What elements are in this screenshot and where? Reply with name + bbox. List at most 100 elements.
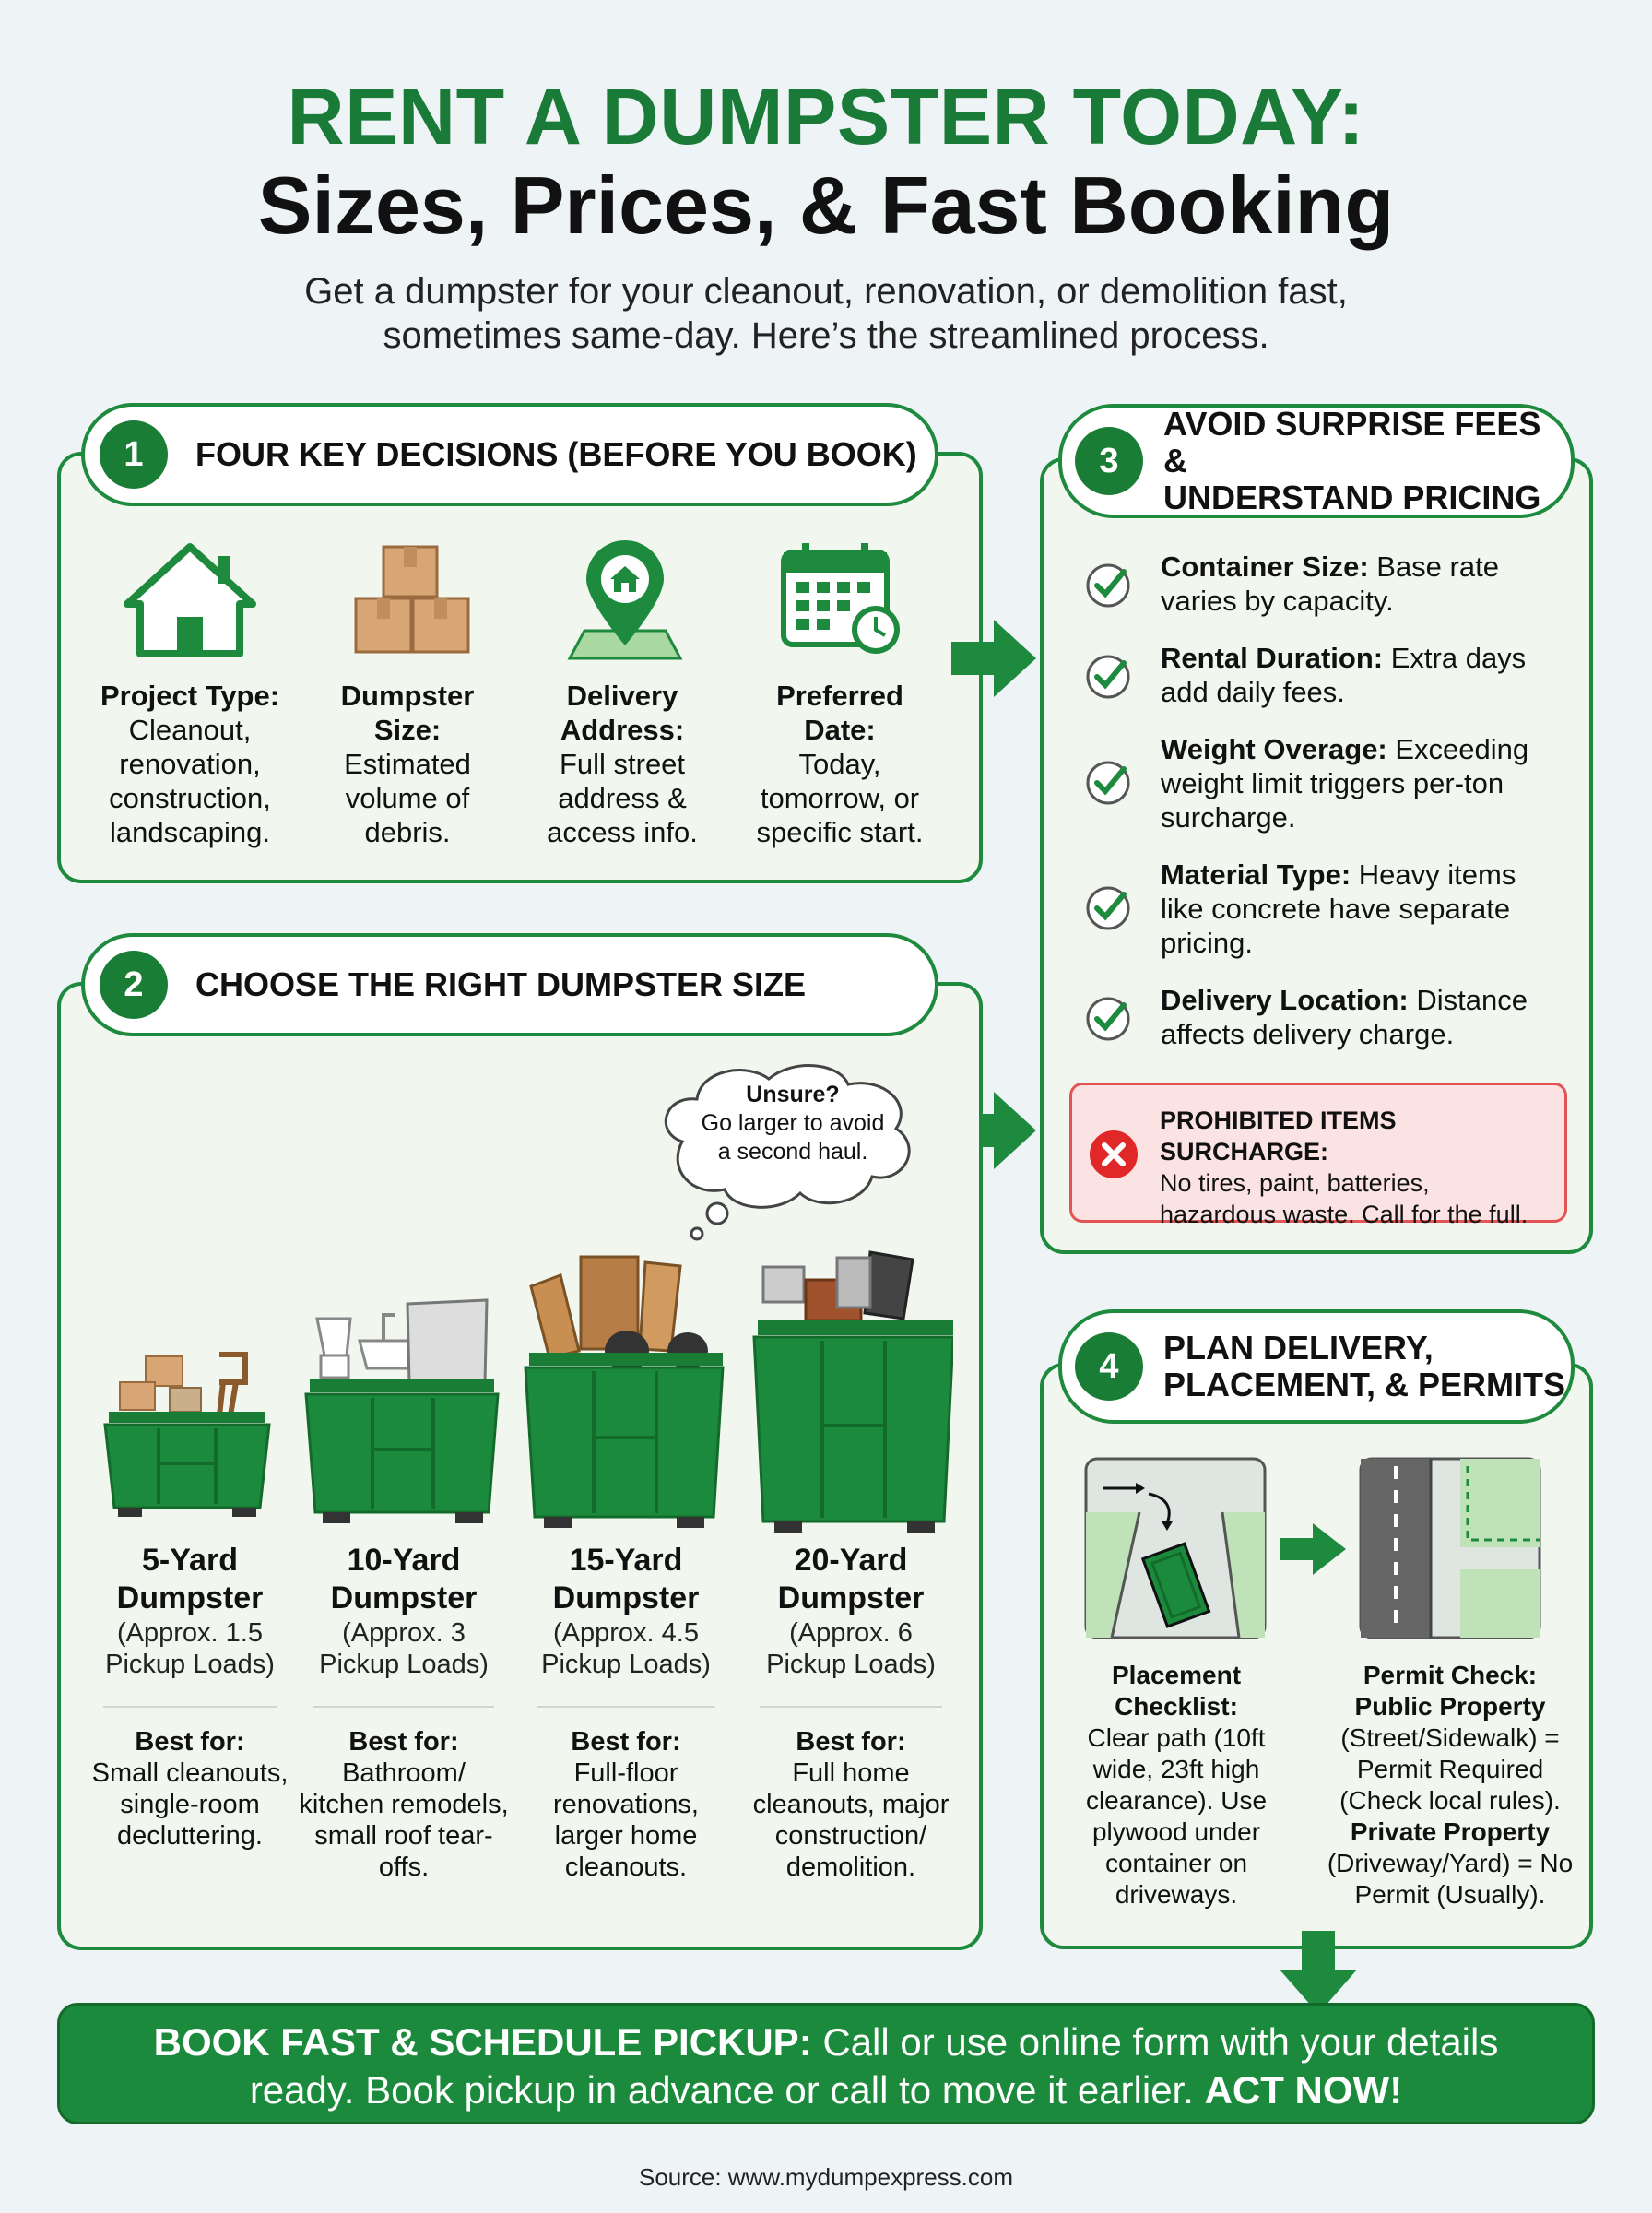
book-fast-banner: BOOK FAST & SCHEDULE PICKUP: Call or use… bbox=[57, 2003, 1595, 2124]
arrow-right-icon bbox=[1280, 1523, 1346, 1575]
pricing-item-desc: Base rate varies by capacity. bbox=[1161, 550, 1499, 617]
check-icon bbox=[1086, 761, 1130, 805]
dumpster-name: 10-Yard bbox=[347, 1543, 461, 1578]
dumpster-approx-2: Pickup Loads) bbox=[319, 1650, 489, 1679]
pricing-item-label: Material Type: bbox=[1161, 858, 1351, 891]
pricing-item-weight-overage: Weight Overage: Exceeding weight limit t… bbox=[1083, 732, 1563, 834]
dumpster-name-2: Dumpster bbox=[330, 1580, 478, 1615]
boxes-icon bbox=[337, 539, 485, 669]
house-icon bbox=[116, 539, 264, 669]
dumpster-20-yard-image bbox=[752, 1250, 953, 1533]
dumpster-20-yard: 20-Yard Dumpster (Approx. 6 Pickup Loads… bbox=[745, 1542, 957, 1883]
best-for-label: Best for: bbox=[796, 1727, 906, 1757]
step-number-2: 2 bbox=[100, 951, 168, 1019]
page-subtitle-heading: Sizes, Prices, & Fast Booking bbox=[257, 160, 1395, 251]
decision-label-2: Date: bbox=[804, 714, 876, 746]
prohibited-items-line-1: No tires, paint, batteries, bbox=[1160, 1169, 1430, 1197]
dumpster-name: 5-Yard bbox=[142, 1543, 238, 1578]
section-1-title: FOUR KEY DECISIONS (BEFORE YOU BOOK) bbox=[195, 435, 917, 473]
close-x-icon bbox=[1090, 1130, 1138, 1178]
dumpster-approx: (Approx. 6 bbox=[789, 1618, 913, 1648]
dumpster-approx: (Approx. 4.5 bbox=[553, 1618, 699, 1648]
best-for-label: Best for: bbox=[571, 1727, 681, 1757]
decision-text: Full street address & access info. bbox=[547, 748, 698, 848]
step-number-3: 3 bbox=[1075, 427, 1143, 495]
dumpster-5-yard: 5-Yard Dumpster (Approx. 1.5 Pickup Load… bbox=[88, 1542, 291, 1852]
divider bbox=[313, 1706, 494, 1708]
permit-private-text: (Driveway/Yard) = No Permit (Usually). bbox=[1327, 1849, 1574, 1909]
bubble-line-1: Unsure? bbox=[746, 1082, 840, 1107]
arrow-right-icon bbox=[951, 620, 1036, 697]
dumpster-approx-2: Pickup Loads) bbox=[105, 1650, 275, 1679]
dumpster-approx: (Approx. 1.5 bbox=[117, 1618, 263, 1648]
banner-line-1: BOOK FAST & SCHEDULE PICKUP: Call or use… bbox=[60, 2018, 1592, 2066]
intro-text: Get a dumpster for your cleanout, renova… bbox=[0, 269, 1652, 358]
location-pin-icon bbox=[551, 535, 699, 664]
prohibited-items-line-2: hazardous waste. Call for the full. bbox=[1160, 1201, 1528, 1228]
dumpster-best-for: Best for:Full-floor renovations, larger … bbox=[522, 1726, 730, 1883]
decision-text: Estimated volume of debris. bbox=[344, 748, 471, 848]
pricing-item-material-type: Material Type: Heavy items like concrete… bbox=[1083, 858, 1563, 960]
banner-text-1: Call or use online form with your detail… bbox=[811, 2020, 1499, 2064]
decision-text: Cleanout, renovation, construction, land… bbox=[109, 714, 271, 848]
step-number-1: 1 bbox=[100, 420, 168, 489]
intro-line-2: sometimes same-day. Here’s the streamlin… bbox=[383, 315, 1269, 356]
dumpster-name-2: Dumpster bbox=[116, 1580, 264, 1615]
decision-delivery-address: Delivery Address: Full street address & … bbox=[521, 679, 724, 849]
decision-project-type: Project Type: Cleanout, renovation, cons… bbox=[88, 679, 291, 849]
check-icon bbox=[1086, 563, 1130, 608]
permit-public-text: (Street/Sidewalk) = Permit Required (Che… bbox=[1339, 1723, 1561, 1815]
placement-title-2: Checklist: bbox=[1115, 1692, 1238, 1721]
check-icon bbox=[1086, 655, 1130, 699]
pricing-item-desc: Distance affects delivery charge. bbox=[1161, 984, 1528, 1050]
pricing-item-delivery-location: Delivery Location: Distance affects deli… bbox=[1083, 983, 1563, 1051]
pricing-item-text: Container Size: Base rate varies by capa… bbox=[1161, 550, 1563, 618]
prohibited-items-box bbox=[1069, 1083, 1567, 1223]
page-title: RENT A DUMPSTER TODAY: bbox=[287, 73, 1365, 161]
section-1-header: 1 FOUR KEY DECISIONS (BEFORE YOU BOOK) bbox=[81, 403, 938, 506]
bubble-line-2: Go larger to avoid bbox=[701, 1110, 885, 1136]
decision-label-2: Size: bbox=[373, 714, 442, 746]
dumpster-name: 20-Yard bbox=[794, 1543, 908, 1578]
pricing-item-label: Container Size: bbox=[1161, 550, 1369, 583]
pricing-item-rental-duration: Rental Duration: Extra days add daily fe… bbox=[1083, 641, 1563, 709]
pricing-item-desc: Exceeding weight limit triggers per-ton … bbox=[1161, 733, 1529, 834]
section-4-title-line-1: PLAN DELIVERY, bbox=[1163, 1329, 1434, 1367]
decision-label: Dumpster bbox=[340, 680, 475, 712]
thought-bubble bbox=[664, 1064, 911, 1241]
section-3-title: AVOID SURPRISE FEES & UNDERSTAND PRICING bbox=[1163, 406, 1571, 516]
section-1-panel bbox=[57, 452, 983, 883]
section-4-title-line-2: PLACEMENT, & PERMITS bbox=[1163, 1366, 1566, 1403]
section-3-header: 3 AVOID SURPRISE FEES & UNDERSTAND PRICI… bbox=[1058, 404, 1575, 518]
dumpster-15-yard: 15-Yard Dumpster (Approx. 4.5 Pickup Loa… bbox=[522, 1542, 730, 1883]
pricing-item-text: Rental Duration: Extra days add daily fe… bbox=[1161, 641, 1563, 709]
divider bbox=[103, 1706, 277, 1708]
dumpster-best-for: Best for:Bathroom/ kitchen remodels, sma… bbox=[299, 1726, 509, 1883]
permit-title: Permit Check: bbox=[1363, 1661, 1538, 1689]
banner-bold-2: ACT NOW! bbox=[1204, 2068, 1403, 2112]
arrow-down-icon bbox=[1280, 1931, 1357, 2014]
section-4-header: 4 PLAN DELIVERY, PLACEMENT, & PERMITS bbox=[1058, 1309, 1575, 1424]
dumpster-10-yard: 10-Yard Dumpster (Approx. 3 Pickup Loads… bbox=[299, 1542, 509, 1883]
placement-title: Placement bbox=[1111, 1661, 1242, 1689]
decision-label: Delivery bbox=[566, 680, 678, 712]
dumpster-best-for: Best for:Small cleanouts, single-room de… bbox=[88, 1726, 291, 1852]
pricing-item-desc: Extra days add daily fees. bbox=[1161, 642, 1527, 708]
section-2-header: 2 CHOOSE THE RIGHT DUMPSTER SIZE bbox=[81, 933, 938, 1036]
decision-text: Today, tomorrow, or specific start. bbox=[756, 748, 924, 848]
placement-text: Clear path (10ft wide, 23ft high clearan… bbox=[1085, 1723, 1268, 1909]
banner-line-2: ready. Book pickup in advance or call to… bbox=[60, 2066, 1592, 2114]
dumpster-15-yard-image bbox=[524, 1255, 725, 1528]
decision-dumpster-size: Dumpster Size: Estimated volume of debri… bbox=[306, 679, 509, 849]
pricing-item-label: Rental Duration: bbox=[1161, 642, 1384, 674]
permit-public-label: Public Property bbox=[1354, 1692, 1546, 1721]
pricing-item-text: Weight Overage: Exceeding weight limit t… bbox=[1161, 732, 1563, 834]
decision-label: Project Type: bbox=[100, 680, 280, 712]
step-number-4: 4 bbox=[1075, 1332, 1143, 1401]
pricing-item-desc: Heavy items like concrete have separate … bbox=[1161, 858, 1516, 959]
dumpster-approx-2: Pickup Loads) bbox=[541, 1650, 711, 1679]
dumpster-5-yard-image bbox=[103, 1352, 271, 1517]
best-for-label: Best for: bbox=[348, 1727, 459, 1757]
dumpster-name-2: Dumpster bbox=[777, 1580, 925, 1615]
check-icon bbox=[1086, 886, 1130, 930]
